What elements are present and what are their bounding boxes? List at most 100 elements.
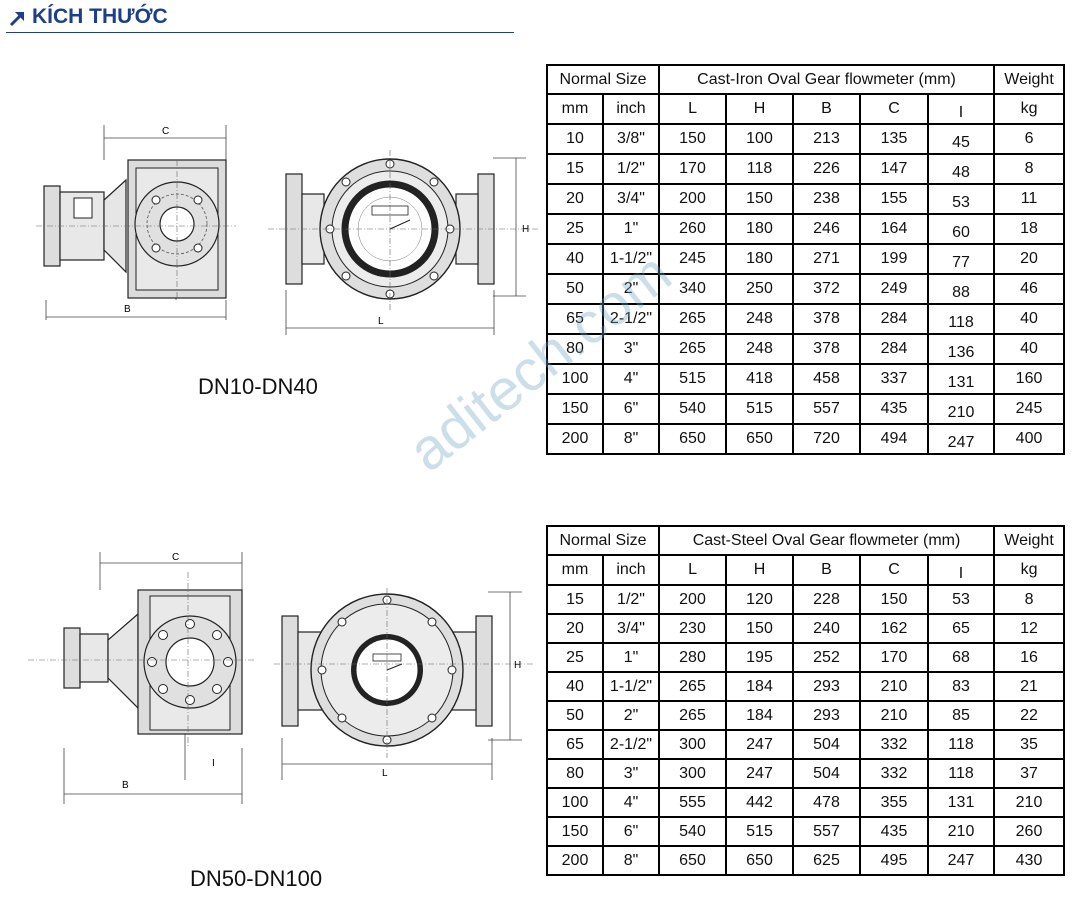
table-cell: 252: [792, 642, 862, 673]
table-cell: 136: [927, 333, 996, 365]
table-cell: 337: [859, 363, 930, 395]
table-cell: 265: [658, 303, 728, 335]
table-cell: 293: [792, 700, 862, 731]
table-cell: 77: [927, 243, 996, 275]
table-cell: 18: [993, 213, 1066, 245]
table-cell: 4": [601, 363, 661, 395]
table-cell: 355: [859, 787, 930, 818]
table-cell: 8": [601, 845, 661, 876]
table-cell: 3/8": [601, 123, 661, 155]
table-cell: 230: [658, 613, 728, 644]
table-cell: 378: [792, 333, 862, 365]
table-cell: 540: [658, 393, 728, 425]
table-cell: 247: [725, 758, 795, 789]
table-cell: 720: [792, 423, 862, 455]
table-cell: 120: [725, 584, 795, 615]
table-cell: 2-1/2": [601, 729, 661, 760]
table-cell: 332: [859, 758, 930, 789]
table-cell: 557: [792, 393, 862, 425]
table-cell: 240: [792, 613, 862, 644]
table-cell: 53: [927, 584, 996, 615]
table-cell: 247: [927, 423, 996, 455]
table-cell: 25: [546, 213, 604, 245]
table-cell: 184: [725, 700, 795, 731]
table-cell: 246: [792, 213, 862, 245]
table-cell: 494: [859, 423, 930, 455]
table-cell: 180: [725, 213, 795, 245]
table-cell: 248: [725, 303, 795, 335]
table-cell: 247: [725, 729, 795, 760]
table-cell: 131: [927, 787, 996, 818]
table-cell: 135: [859, 123, 930, 155]
subheader-cell: B: [792, 93, 862, 125]
table-cell: 300: [658, 729, 728, 760]
table-cell: 118: [725, 153, 795, 185]
subheader-cell: mm: [546, 93, 604, 125]
table-cell: 12: [993, 613, 1066, 644]
table-cell: 1-1/2": [601, 243, 661, 275]
table-cell: 1/2": [601, 584, 661, 615]
table-cell: 15: [546, 153, 604, 185]
table-cell: 284: [859, 303, 930, 335]
table-cell: 48: [927, 153, 996, 185]
table-cell: 131: [927, 363, 996, 395]
table-cell: 180: [725, 243, 795, 275]
table-cell: 3": [601, 333, 661, 365]
dim-label-c: C: [162, 126, 169, 137]
table-cell: 88: [927, 273, 996, 305]
table-cell: 650: [658, 423, 728, 455]
table-cell: 200: [658, 183, 728, 215]
table-cell: 199: [859, 243, 930, 275]
table-cell: 625: [792, 845, 862, 876]
table-cell: 260: [993, 816, 1066, 847]
table-cell: 80: [546, 333, 604, 365]
caption-dn50-dn100: DN50-DN100: [190, 866, 323, 891]
table-cell: 6": [601, 816, 661, 847]
table-cell: 200: [546, 845, 604, 876]
dn50-front-view-drawing: H L: [274, 588, 534, 780]
table-cell: 210: [859, 700, 930, 731]
subheader-cell: L: [658, 554, 728, 586]
dim-label-L: L: [378, 316, 384, 327]
table-cell: 1/2": [601, 153, 661, 185]
table-cell: 271: [792, 243, 862, 275]
table-cell: 515: [725, 393, 795, 425]
table-cell: 200: [658, 584, 728, 615]
subheader-cell: kg: [993, 93, 1066, 125]
table-cell: 1-1/2": [601, 671, 661, 702]
header-weight: Weight: [993, 525, 1066, 556]
table-cell: 170: [859, 642, 930, 673]
table-cell: 260: [658, 213, 728, 245]
table-cell: 300: [658, 758, 728, 789]
table-cell: 265: [658, 671, 728, 702]
table-cell: 46: [993, 273, 1066, 305]
subheader-cell: inch: [601, 93, 661, 125]
table-cell: 555: [658, 787, 728, 818]
subheader-cell: B: [792, 554, 862, 586]
subheader-cell: kg: [993, 554, 1066, 586]
table-cell: 435: [859, 816, 930, 847]
table-cell: 1": [601, 213, 661, 245]
table-cell: 25: [546, 642, 604, 673]
table-cell: 60: [927, 213, 996, 245]
header-table-title: Cast-Iron Oval Gear flowmeter (mm): [658, 64, 996, 95]
table-cell: 495: [859, 845, 930, 876]
table-cell: 247: [927, 845, 996, 876]
subheader-cell: C: [859, 93, 930, 125]
table-cell: 20: [993, 243, 1066, 275]
dim-label-l: I: [212, 758, 215, 769]
table-cell: 40: [993, 333, 1066, 365]
table-cell: 35: [993, 729, 1066, 760]
table-cell: 515: [725, 816, 795, 847]
table-cell: 478: [792, 787, 862, 818]
